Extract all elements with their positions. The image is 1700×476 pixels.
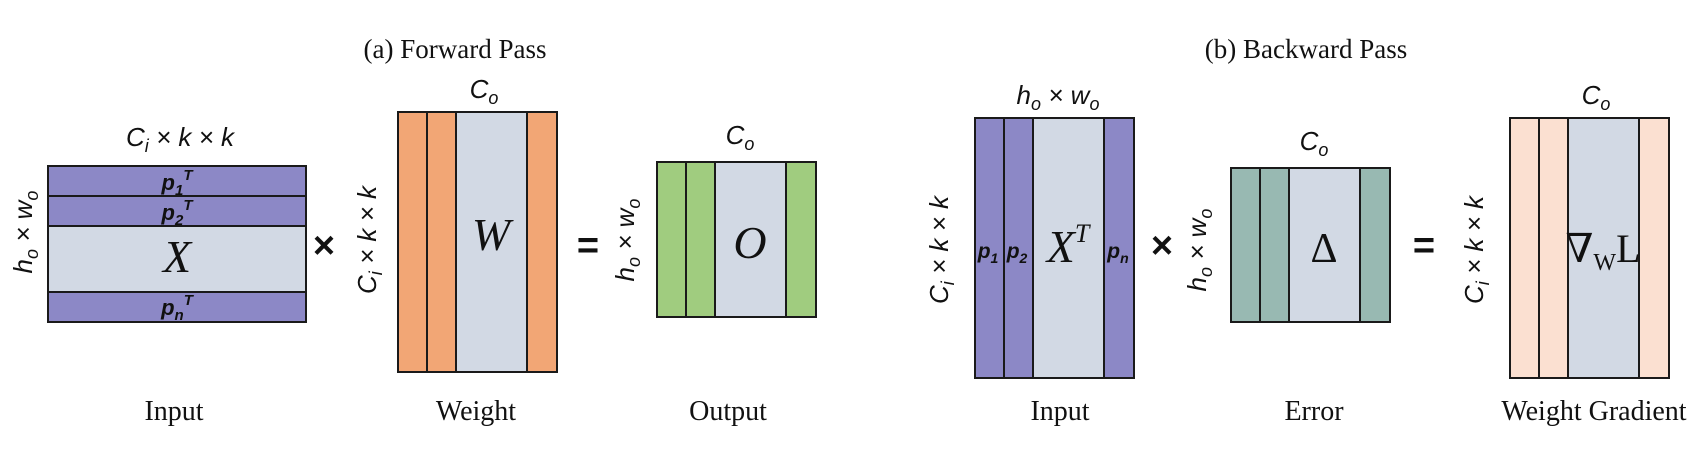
backward-gradient-top-label: Co bbox=[1582, 80, 1611, 114]
output-col-1 bbox=[656, 161, 687, 318]
forward-input-top-label: Ci × k × k bbox=[126, 122, 236, 156]
forward-output-matrix: Co ho × wo O bbox=[610, 120, 817, 318]
xt-col-p2 bbox=[1003, 117, 1034, 379]
forward-weight-top-label: Co bbox=[470, 74, 499, 108]
backward-gradient-side-label: Ci × k × k bbox=[1459, 194, 1493, 304]
gradient-col-1 bbox=[1509, 117, 1540, 379]
xt-col-pn bbox=[1103, 117, 1135, 379]
forward-input-caption: Input bbox=[144, 396, 203, 427]
error-col-1 bbox=[1230, 167, 1261, 323]
backward-pass-title: (b) Backward Pass bbox=[1205, 34, 1407, 64]
backward-input-top-label: ho × wo bbox=[1017, 80, 1100, 114]
forward-times-operator: × bbox=[313, 225, 335, 267]
backward-error-top-label: Co bbox=[1300, 126, 1329, 160]
output-symbol-o: O bbox=[733, 217, 766, 268]
weight-symbol-w: W bbox=[472, 209, 514, 260]
input-row-pn bbox=[47, 291, 307, 323]
output-col-n bbox=[785, 161, 817, 318]
backward-input-side-label: Ci × k × k bbox=[924, 194, 958, 304]
backward-pass-panel: (b) Backward Pass ho × wo Ci × k × k p1 … bbox=[924, 34, 1687, 427]
input-row-p2 bbox=[47, 195, 307, 227]
error-symbol-delta: Δ bbox=[1310, 226, 1337, 272]
forward-output-caption: Output bbox=[689, 396, 767, 427]
forward-equals-operator: = bbox=[577, 225, 599, 267]
forward-input-side-label: ho × wo bbox=[8, 191, 42, 274]
backward-gradient-matrix: Co Ci × k × k ∇WL bbox=[1459, 80, 1670, 379]
output-col-2 bbox=[685, 161, 716, 318]
gradient-col-n bbox=[1638, 117, 1670, 379]
input-symbol-x: X bbox=[161, 231, 193, 282]
error-col-2 bbox=[1259, 167, 1290, 323]
backward-gradient-caption: Weight Gradient bbox=[1501, 396, 1686, 427]
backward-input-caption: Input bbox=[1030, 396, 1089, 427]
backward-error-side-label: ho × wo bbox=[1182, 209, 1216, 292]
backward-error-caption: Error bbox=[1284, 396, 1344, 427]
forward-output-side-label: ho × wo bbox=[610, 199, 644, 282]
forward-weight-caption: Weight bbox=[436, 396, 516, 427]
error-col-n bbox=[1359, 167, 1391, 323]
forward-pass-panel: (a) Forward Pass Ci × k × k ho × wo p1T … bbox=[8, 34, 817, 427]
forward-weight-matrix: Co Ci × k × k W bbox=[352, 74, 558, 373]
backward-times-operator: × bbox=[1151, 225, 1173, 267]
weight-col-2 bbox=[426, 111, 457, 373]
backward-equals-operator: = bbox=[1413, 225, 1435, 267]
forward-input-matrix: Ci × k × k ho × wo p1T p2T pnT X bbox=[8, 122, 307, 324]
backward-error-matrix: Co ho × wo Δ bbox=[1182, 126, 1391, 323]
backward-input-matrix: ho × wo Ci × k × k p1 p2 pn XT bbox=[924, 80, 1135, 379]
gradient-col-2 bbox=[1538, 117, 1569, 379]
weight-col-1 bbox=[397, 111, 428, 373]
forward-weight-side-label: Ci × k × k bbox=[352, 184, 386, 294]
weight-col-n bbox=[526, 111, 558, 373]
forward-pass-title: (a) Forward Pass bbox=[364, 34, 547, 64]
forward-output-top-label: Co bbox=[726, 120, 755, 154]
